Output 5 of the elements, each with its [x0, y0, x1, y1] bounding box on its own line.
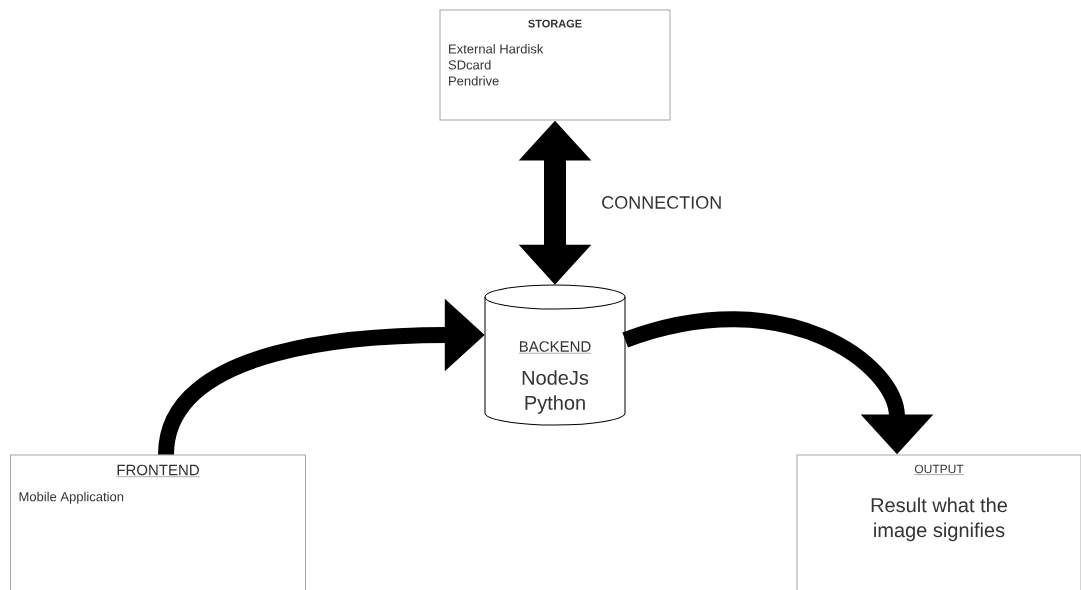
edge-label: CONNECTION — [602, 196, 721, 209]
text-box: STORAGE External Hardisk SDcard Pendrive — [439, 9, 671, 121]
text-box: FRONTEND Mobile Application — [10, 454, 306, 590]
text-box: OUTPUT Result what the image signifies — [796, 454, 1081, 590]
database-cylinder: BACKEND NodeJs Python — [484, 284, 626, 426]
